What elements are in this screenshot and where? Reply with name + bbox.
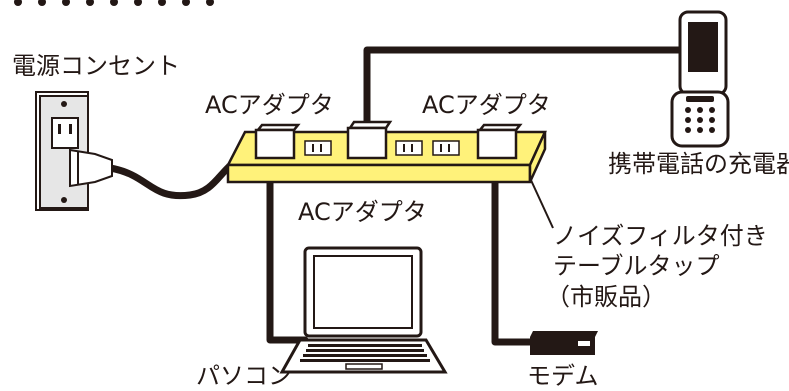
pc-label: パソコン — [196, 362, 292, 390]
adapter-left-label: ACアダプタ — [205, 91, 334, 119]
power-strip-label-3: （市販品） — [546, 283, 666, 311]
strip-power-cable — [106, 156, 242, 200]
phone-icon — [670, 10, 730, 148]
phone-charger-label: 携帯電話の充電器 — [608, 150, 789, 178]
adapter-right-label: ACアダプタ — [422, 91, 551, 119]
modem-icon — [530, 331, 598, 355]
wall-outlet-icon — [35, 91, 113, 211]
pc-cable — [266, 151, 309, 344]
laptop-icon — [279, 246, 448, 374]
outlet-label: 電源コンセント — [12, 52, 180, 80]
top-decoration — [14, 0, 214, 6]
power-strip-label-2: テーブルタップ — [553, 252, 720, 280]
wall-plug-icon — [69, 148, 113, 188]
adapter-center-label: ACアダプタ — [298, 198, 427, 226]
strip-sockets — [304, 140, 460, 156]
laptop-keyboard — [300, 344, 430, 362]
ac-adapter-icon — [254, 120, 523, 160]
modem-cable — [491, 151, 537, 346]
strip-label-leader — [529, 177, 554, 229]
power-strip-icon — [225, 130, 547, 184]
power-strip-label-1: ノイズフィルタ付き — [553, 222, 768, 250]
modem-label: モデム — [527, 362, 599, 390]
